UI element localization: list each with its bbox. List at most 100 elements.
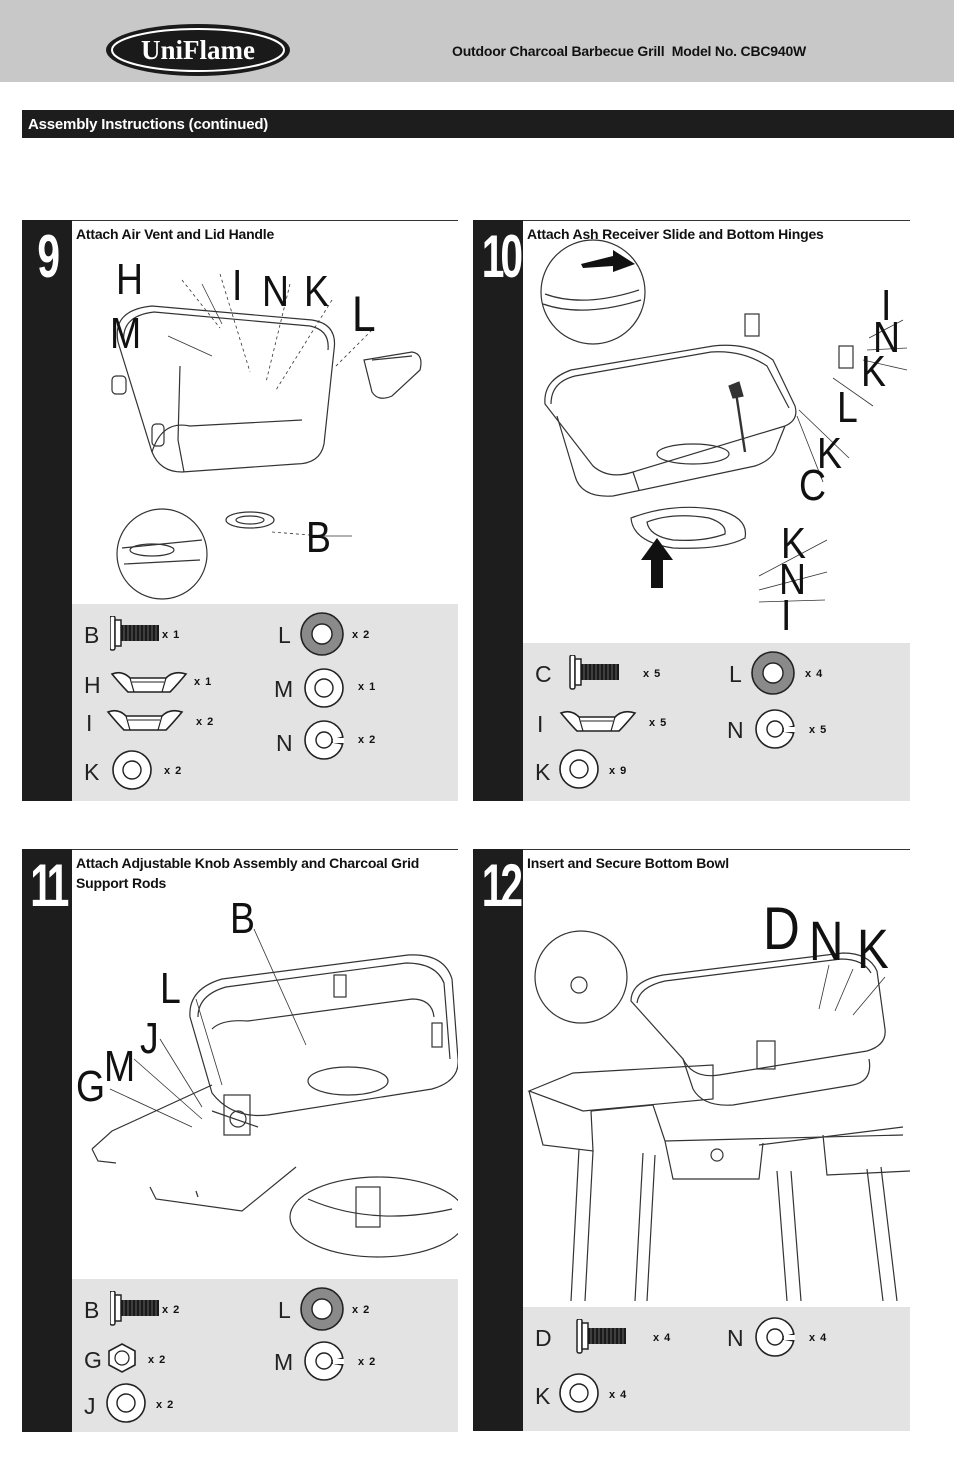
hw-letter: I — [537, 711, 544, 737]
hw-letter: I — [86, 710, 93, 736]
step-number: 11 — [22, 849, 72, 1432]
hw-qty: x 2 — [358, 734, 377, 746]
hw-qty: x 5 — [649, 717, 668, 729]
step-10-panel: 10 Attach Ash Receiver Slide and Bottom … — [473, 220, 910, 801]
split-washer-icon — [755, 709, 796, 749]
callout-h: H — [116, 255, 144, 304]
callout-n: N — [262, 267, 290, 316]
header-title: Outdoor Charcoal Barbecue Grill Model No… — [452, 43, 807, 59]
gray-washer-icon — [751, 651, 795, 695]
flat-washer-icon — [304, 668, 344, 708]
divider — [72, 220, 458, 221]
hw-qty: x 5 — [643, 668, 662, 680]
flat-washer-icon — [559, 749, 599, 789]
svg-text:UniFlame: UniFlame — [141, 35, 255, 65]
divider — [523, 849, 910, 850]
bolt-icon — [569, 655, 620, 690]
hw-letter: L — [278, 1297, 291, 1323]
hw-qty: x 1 — [194, 676, 213, 688]
hex-nut-icon — [108, 1343, 136, 1373]
step-12-panel: 12 Insert and Secure Bottom Bowl — [473, 849, 910, 1431]
step-title: Attach Ash Receiver Slide and Bottom Hin… — [527, 226, 824, 242]
callout-n: N — [779, 555, 807, 604]
callout-m: M — [104, 1042, 136, 1091]
callout-b: B — [306, 513, 331, 562]
hw-qty: x 1 — [358, 681, 377, 693]
flat-washer-icon — [559, 1373, 599, 1413]
hw-letter: N — [727, 1325, 744, 1351]
step-title: Insert and Secure Bottom Bowl — [527, 855, 729, 871]
step-number: 12 — [473, 849, 523, 1431]
callout-n: N — [809, 909, 844, 972]
flat-washer-icon — [112, 750, 152, 790]
spring-washer-icon — [107, 709, 183, 731]
air-vent-lid-handle-illustration — [111, 273, 422, 600]
hw-letter: K — [535, 759, 551, 785]
gray-washer-icon — [300, 1287, 344, 1331]
ash-receiver-hinges-illustration — [540, 239, 908, 603]
hw-letter: N — [276, 730, 293, 756]
spring-washer-icon — [560, 710, 636, 732]
hardware-box: B x 2 G x 2 J x 2 L x 2 M x 2 — [72, 1279, 458, 1432]
hw-letter: B — [84, 1297, 100, 1323]
callout-i: I — [232, 261, 243, 310]
callout-i: I — [781, 591, 792, 640]
split-washer-icon — [304, 720, 345, 760]
callout-l: L — [837, 383, 858, 432]
divider — [72, 849, 458, 850]
split-washer-icon — [755, 1317, 796, 1357]
hw-letter: L — [278, 622, 291, 648]
hw-letter: D — [535, 1325, 552, 1351]
hw-letter: B — [84, 622, 100, 648]
hw-qty: x 5 — [809, 724, 828, 736]
hw-letter: H — [84, 672, 101, 698]
uniflame-logo: UniFlame — [106, 24, 290, 76]
step-number: 9 — [22, 220, 72, 801]
hw-qty: x 4 — [609, 1389, 628, 1401]
hw-letter: M — [274, 676, 294, 702]
hardware-box: D x 4 K x 4 N x 4 — [523, 1307, 910, 1431]
step-9-panel: 9 Attach Air Vent and Lid Handle — [22, 220, 458, 801]
hw-qty: x 2 — [352, 1304, 371, 1316]
callout-b: B — [230, 894, 255, 943]
hw-qty: x 2 — [352, 629, 371, 641]
hw-letter: C — [535, 661, 552, 687]
step-title: Attach Adjustable Knob Assembly and Char… — [76, 855, 420, 891]
hw-letter: G — [84, 1347, 102, 1373]
section-bar: Assembly Instructions (continued) — [22, 110, 954, 138]
callout-k: K — [781, 519, 806, 568]
flat-washer-icon — [106, 1383, 146, 1423]
hw-qty: x 2 — [164, 765, 183, 777]
hw-qty: x 4 — [805, 668, 824, 680]
hw-qty: x 9 — [609, 765, 628, 777]
hw-letter: L — [729, 661, 742, 687]
callout-c: C — [799, 461, 827, 510]
hw-qty: x 4 — [809, 1332, 828, 1344]
callout-l: L — [160, 964, 181, 1013]
hw-letter: K — [535, 1383, 551, 1409]
step-number: 10 — [473, 220, 523, 801]
callout-k: K — [304, 267, 329, 316]
callout-k: K — [857, 917, 889, 980]
callout-n: N — [873, 313, 901, 362]
callout-g: G — [76, 1062, 106, 1111]
callout-i: I — [881, 281, 892, 330]
callout-j: J — [140, 1014, 159, 1063]
hw-qty: x 2 — [148, 1354, 167, 1366]
callout-k: K — [817, 429, 842, 478]
split-washer-icon — [304, 1341, 345, 1381]
hw-letter: M — [274, 1349, 294, 1375]
bolt-icon — [576, 1319, 627, 1354]
spring-washer-icon — [111, 671, 187, 693]
bolt-icon — [110, 1291, 160, 1326]
callout-k: K — [861, 347, 886, 396]
knob-assembly-support-rods-illustration — [91, 928, 458, 1258]
gray-washer-icon — [300, 612, 344, 656]
hw-qty: x 2 — [156, 1399, 175, 1411]
hw-qty: x 2 — [196, 716, 215, 728]
callout-l: L — [352, 286, 376, 342]
callout-d: D — [763, 895, 800, 962]
hw-letter: J — [84, 1393, 96, 1419]
hw-qty: x 1 — [162, 629, 181, 641]
bottom-bowl-illustration — [527, 930, 910, 1302]
